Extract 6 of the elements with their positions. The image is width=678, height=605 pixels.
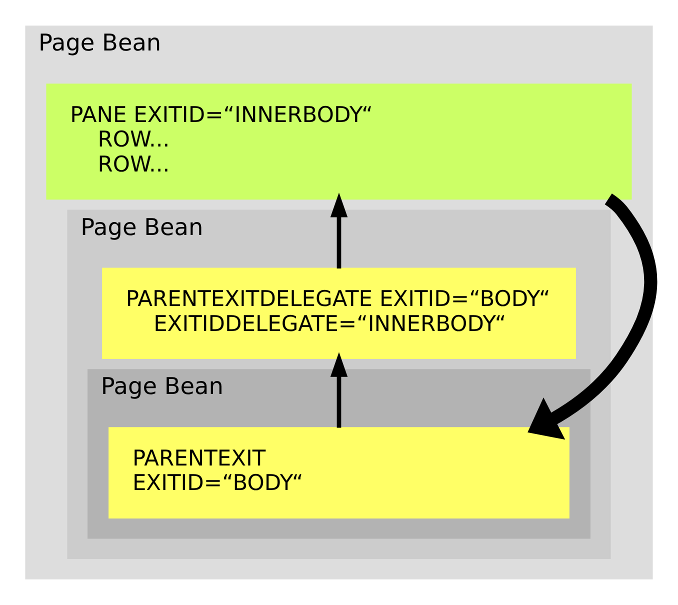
arrow bbox=[528, 194, 658, 440]
node-box: PARENTEXIT EXITID=“BODY“ bbox=[108, 427, 570, 518]
arrow bbox=[330, 192, 348, 268]
node-box: PARENTEXITDELEGATE EXITID=“BODY“ EXITIDDELEGATE=“INNERBODY“ bbox=[102, 268, 576, 360]
arrow bbox=[330, 352, 348, 428]
node-box: PANE EXITID=“INNERBODY“ ROW... ROW... bbox=[46, 84, 632, 200]
